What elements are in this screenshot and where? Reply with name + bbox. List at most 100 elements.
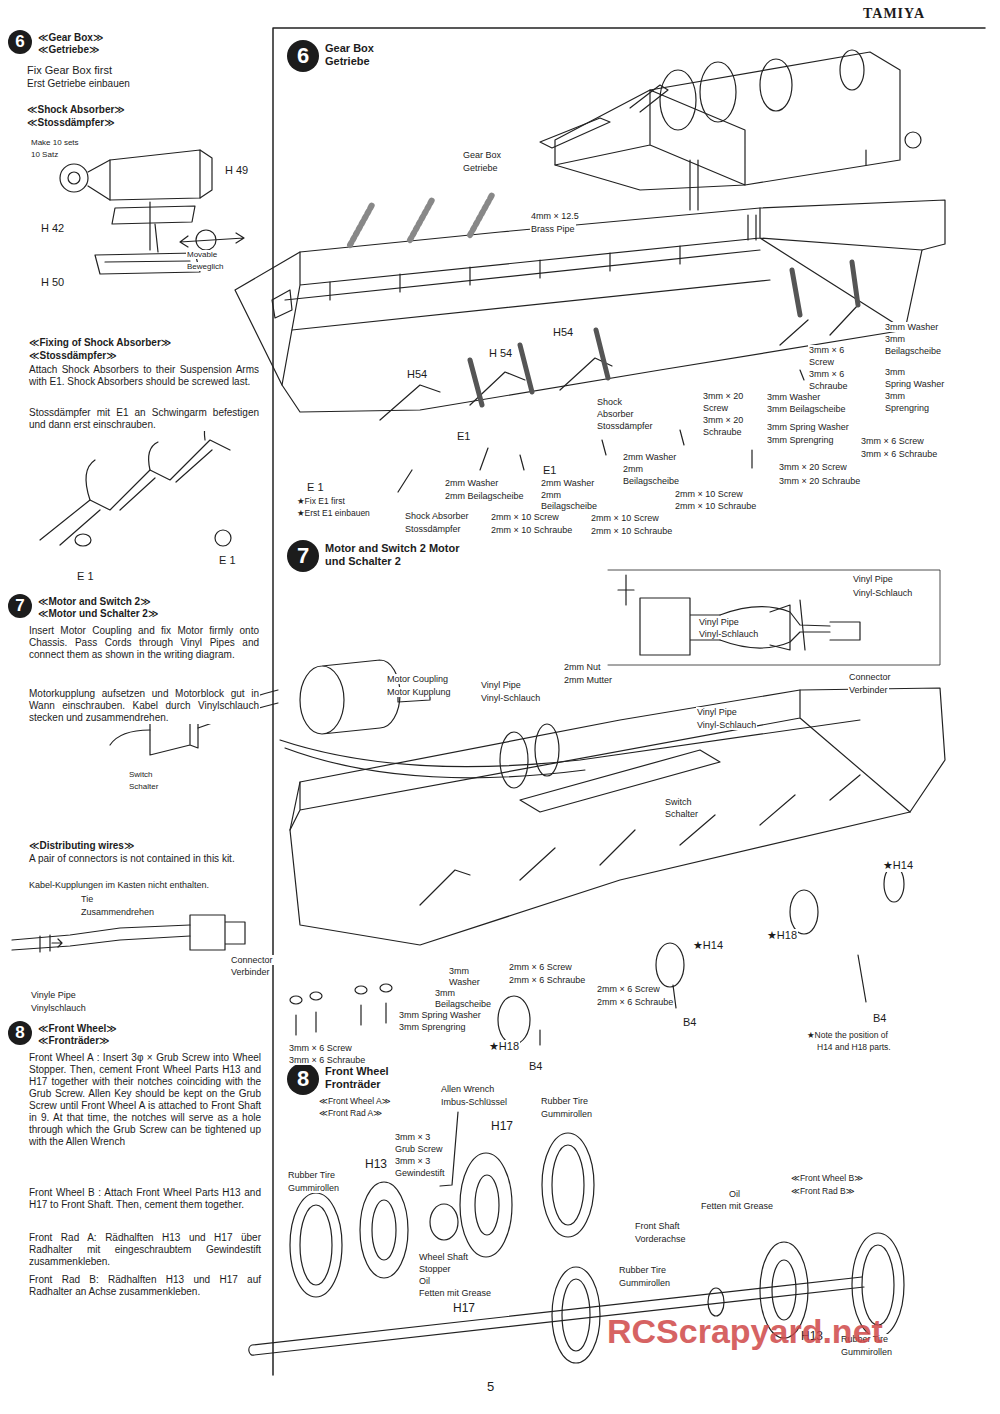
step-badge: 7≪Motor and Switch 2≫ ≪Motor und Schalte… bbox=[8, 594, 178, 620]
part-label: 3mm bbox=[884, 391, 906, 401]
watermark: RCScrapyard.net bbox=[606, 1312, 884, 1351]
part-label: Movable bbox=[186, 250, 218, 259]
part-label: ≪Front Rad B≫ bbox=[790, 1187, 856, 1197]
part-label: 3mm Beilagscheibe bbox=[766, 404, 847, 414]
instruction-text: Motorkupplung aufsetzen und Motorblock g… bbox=[28, 688, 260, 724]
part-label: Sprengring bbox=[884, 403, 930, 413]
part-label: H 49 bbox=[224, 164, 249, 177]
part-label: B4 bbox=[872, 1012, 887, 1025]
part-label: Gummirollen bbox=[287, 1183, 340, 1193]
section-heading: ≪Distributing wires≫ bbox=[28, 840, 135, 852]
part-label: 2mm Washer bbox=[622, 452, 677, 462]
part-label: 3mm × 6 Screw bbox=[288, 1043, 353, 1053]
part-label: Fix Gear Box first bbox=[26, 64, 113, 77]
part-label: 2mm × 10 Schraube bbox=[590, 526, 673, 536]
part-label: H54 bbox=[406, 368, 428, 381]
step-badge: 7Motor and Switch 2 Motor und Schalter 2 bbox=[287, 540, 465, 572]
part-label: Washer bbox=[448, 977, 481, 987]
part-label: Schalter bbox=[664, 809, 699, 819]
part-label: 3mm × 6 bbox=[808, 345, 845, 355]
part-label: 2mm Beilagscheibe bbox=[444, 491, 525, 501]
part-label: Rubber Tire bbox=[287, 1170, 336, 1180]
part-label: Tie bbox=[80, 894, 94, 904]
part-label: 2mm Nut bbox=[563, 662, 602, 672]
part-label: Stossdämpfer bbox=[404, 524, 462, 534]
part-label: 3mm × 6 Schraube bbox=[860, 449, 938, 459]
part-label: Spring Washer bbox=[884, 379, 945, 389]
part-label: 3mm Spring Washer bbox=[766, 422, 850, 432]
step-number: 7 bbox=[287, 540, 319, 572]
step-number: 6 bbox=[287, 40, 319, 72]
part-label: Beilagscheibe bbox=[434, 999, 492, 1009]
instruction-text: Front Wheel B : Attach Front Wheel Parts… bbox=[28, 1187, 262, 1211]
part-label: Connector bbox=[230, 955, 274, 965]
part-label: ★Note the position of bbox=[806, 1031, 889, 1041]
part-label: 3mm Sprengring bbox=[398, 1022, 467, 1032]
part-label: Vinylschlauch bbox=[30, 1003, 87, 1013]
part-label: Gear Box bbox=[462, 150, 502, 160]
part-label: Motor Coupling bbox=[386, 674, 449, 684]
part-label: 3mm × 6 Screw bbox=[860, 436, 925, 446]
part-label: Rubber Tire bbox=[540, 1096, 589, 1106]
part-label: 2mm Washer bbox=[444, 478, 499, 488]
part-label: Stossdämpfer bbox=[596, 421, 654, 431]
part-label: Beweglich bbox=[186, 262, 224, 271]
part-label: 2mm Washer bbox=[540, 478, 595, 488]
part-label: H17 bbox=[452, 1302, 476, 1316]
step-number: 8 bbox=[287, 1063, 319, 1095]
part-label: 3mm bbox=[884, 367, 906, 377]
part-label: 3mm bbox=[434, 988, 456, 998]
part-label: Front Shaft bbox=[634, 1221, 681, 1231]
part-label: 3mm Sprengring bbox=[766, 435, 835, 445]
brand-name: TAMIYA bbox=[862, 6, 926, 22]
step-number: 7 bbox=[8, 594, 32, 618]
part-label: Connector bbox=[848, 672, 892, 682]
part-label: 5 bbox=[486, 1380, 495, 1395]
part-label: 3mm × 20 bbox=[702, 391, 744, 401]
instruction-text: A pair of connectors is not contained in… bbox=[28, 853, 258, 865]
step-heading: Motor and Switch 2 Motor und Schalter 2 bbox=[325, 542, 465, 568]
part-label: 10 Satz bbox=[30, 150, 59, 159]
part-label: Switch bbox=[664, 797, 693, 807]
part-label: Beilagscheibe bbox=[622, 476, 680, 486]
part-label: 2mm Mutter bbox=[563, 675, 613, 685]
section-heading: ≪Fixing of Shock Absorber≫ bbox=[28, 337, 172, 349]
part-label: 2mm × 6 Schraube bbox=[508, 975, 586, 985]
part-label: H 42 bbox=[40, 222, 65, 235]
part-label: 3mm × 3 bbox=[394, 1132, 431, 1142]
part-label: 3mm Washer bbox=[884, 322, 939, 332]
part-label: Verbinder bbox=[848, 685, 889, 695]
part-label: 2mm bbox=[540, 490, 562, 500]
part-label: 2mm bbox=[622, 464, 644, 474]
part-label: 2mm × 10 Schraube bbox=[674, 501, 757, 511]
part-label: Schraube bbox=[702, 427, 743, 437]
step-badge: 6≪Gear Box≫ ≪Getriebe≫ bbox=[8, 30, 128, 56]
step-heading: Front Wheel Fronträder bbox=[325, 1065, 425, 1091]
part-label: ★H14 bbox=[692, 939, 724, 952]
part-label: Shock Absorber bbox=[404, 511, 470, 521]
instruction-text: Insert Motor Coupling and fix Motor firm… bbox=[28, 625, 260, 661]
part-label: ≪Front Wheel B≫ bbox=[790, 1174, 864, 1184]
step-heading: ≪Gear Box≫ ≪Getriebe≫ bbox=[38, 32, 128, 56]
part-label: Vinyl-Schlauch bbox=[698, 629, 759, 639]
part-label: 3mm × 20 Schraube bbox=[778, 476, 861, 486]
step-heading: Gear Box Getriebe bbox=[325, 42, 415, 68]
part-label: Oil bbox=[418, 1276, 431, 1286]
section-heading: ≪Stossdämpfer≫ bbox=[26, 117, 116, 129]
part-label: Verbinder bbox=[230, 967, 271, 977]
part-label: 3mm Spring Washer bbox=[398, 1010, 482, 1020]
section-heading: ≪Stossdämpfer≫ bbox=[28, 350, 118, 362]
part-label: 2mm × 6 Screw bbox=[508, 962, 573, 972]
part-label: Erst Getriebe einbauen bbox=[26, 78, 131, 90]
part-label: Vorderachse bbox=[634, 1234, 687, 1244]
part-label: B4 bbox=[528, 1060, 543, 1073]
part-label: Vinyl Pipe bbox=[852, 574, 894, 584]
part-label: Make 10 sets bbox=[30, 138, 80, 147]
part-label: Shock bbox=[596, 397, 623, 407]
instruction-text: Attach Shock Absorbers to their Suspensi… bbox=[28, 364, 260, 388]
part-label: ≪Front Wheel A≫ bbox=[318, 1097, 392, 1107]
part-label: 3mm × 3 bbox=[394, 1156, 431, 1166]
part-label: Beilagscheibe bbox=[540, 501, 598, 511]
part-label: Brass Pipe bbox=[530, 224, 576, 234]
